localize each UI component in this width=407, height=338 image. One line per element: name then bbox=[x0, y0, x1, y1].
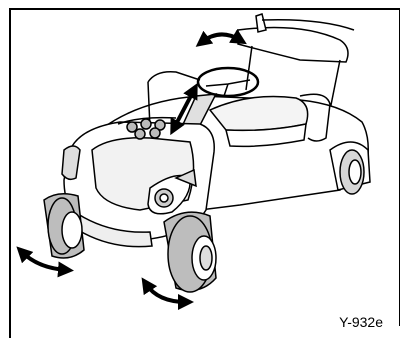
seat-back bbox=[238, 14, 354, 110]
rear-wheel bbox=[340, 150, 364, 194]
steering-tilt-arrow bbox=[202, 34, 240, 42]
figure-code: Y-932e bbox=[339, 314, 383, 330]
front-right-wheel bbox=[164, 212, 216, 292]
front-left-wheel bbox=[44, 194, 84, 258]
